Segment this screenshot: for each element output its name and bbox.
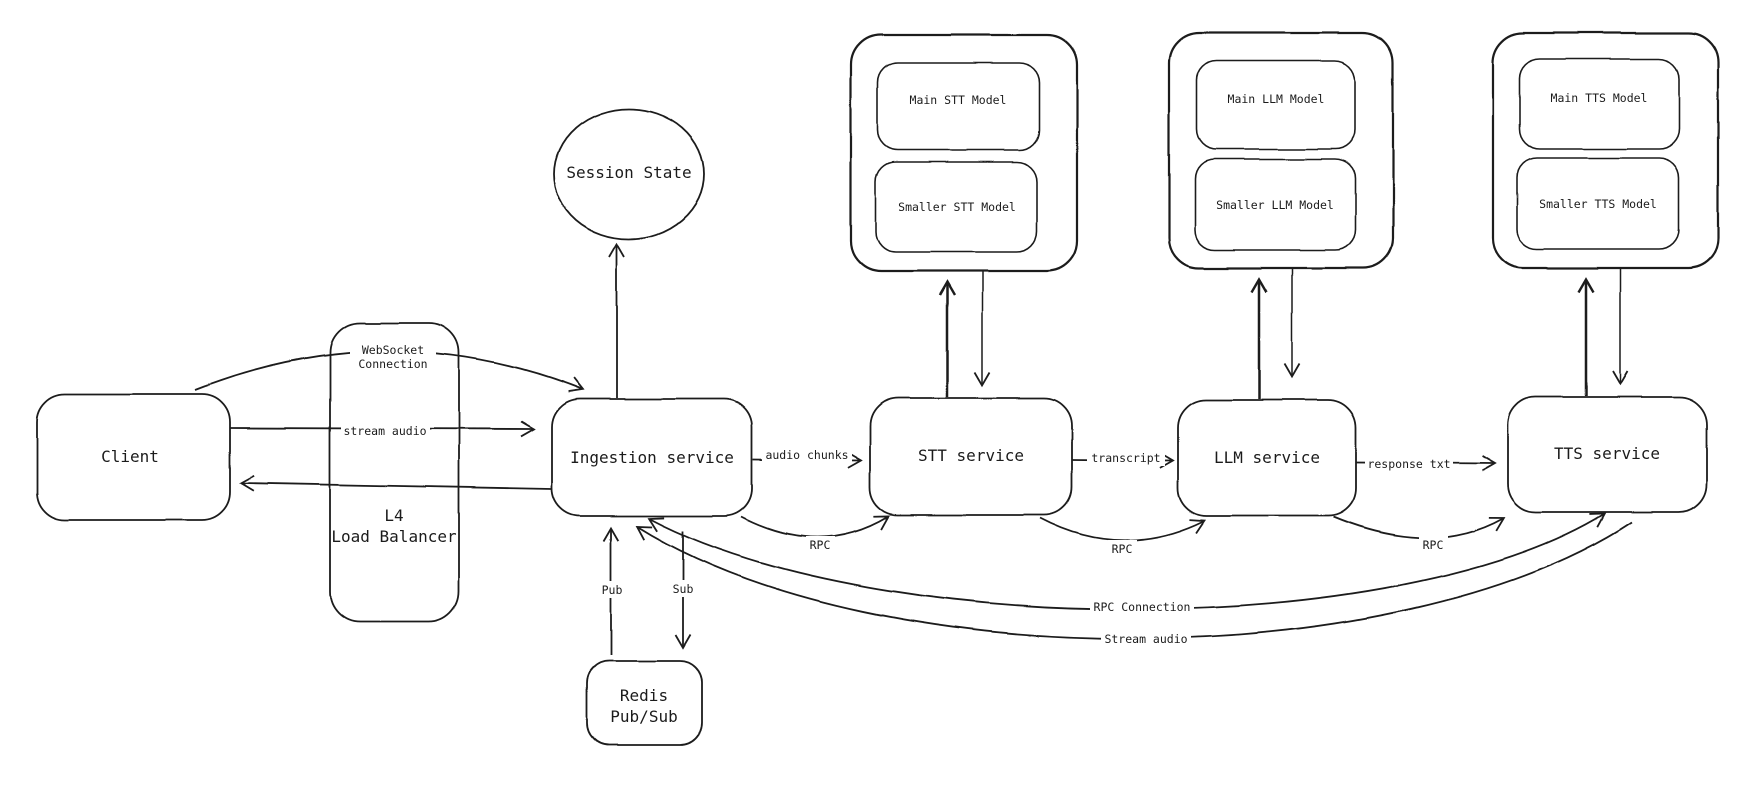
main-tts-model-label: Main TTS Model (1551, 91, 1648, 105)
client-label: Client (101, 447, 159, 466)
edge-label-stream-audio-return: Stream audio (1104, 632, 1187, 646)
edge-label-transcript: transcript (1091, 451, 1160, 465)
tts-models-container (1491, 31, 1720, 270)
edge-rpc-ingestion-stt (740, 515, 891, 539)
edge-rpc-connection (647, 512, 1607, 611)
edge-label-pub: Pub (602, 583, 623, 597)
redis-label-line1: Redis (620, 686, 668, 705)
llm-service-label: LLM service (1214, 448, 1320, 467)
edge-rpc-stt-llm (1039, 517, 1206, 542)
edge-label-stream-audio: stream audio (343, 424, 426, 438)
main-llm-model-node (1196, 60, 1356, 150)
smaller-stt-model-label: Smaller STT Model (898, 200, 1016, 214)
main-llm-model-label: Main LLM Model (1228, 92, 1325, 106)
load-balancer-node (329, 322, 460, 623)
edge-label-response-txt: response txt (1367, 457, 1450, 471)
main-stt-model-node (877, 62, 1040, 151)
edge-label-rpc-connection: RPC Connection (1094, 600, 1191, 614)
edge-rpc-llm-tts (1332, 516, 1506, 539)
load-balancer-label-line1: L4 (384, 506, 403, 525)
main-stt-model-label: Main STT Model (910, 93, 1007, 107)
session-state-node (553, 108, 705, 240)
client-node (36, 393, 231, 521)
edge-label-rpc-ingestion-stt: RPC (810, 538, 831, 552)
smaller-llm-model-node (1194, 158, 1356, 251)
edge-label-websocket-line1: WebSocket (362, 343, 424, 357)
edge-label-rpc-stt-llm: RPC (1112, 542, 1133, 556)
session-state-label: Session State (566, 163, 691, 182)
main-tts-model-node (1519, 58, 1680, 150)
smaller-stt-model-node (875, 161, 1038, 253)
ingestion-service-label: Ingestion service (570, 448, 734, 467)
edge-label-audio-chunks: audio chunks (765, 448, 848, 462)
edge-label-rpc-llm-tts: RPC (1423, 538, 1444, 552)
stt-models-container (849, 33, 1079, 273)
tts-service-label: TTS service (1554, 444, 1660, 463)
stt-service-label: STT service (918, 446, 1024, 465)
tts-service-node (1507, 396, 1708, 513)
smaller-llm-model-label: Smaller LLM Model (1216, 198, 1334, 212)
redis-node (586, 660, 703, 746)
smaller-tts-model-label: Smaller TTS Model (1539, 197, 1657, 211)
edge-return-to-client (239, 474, 553, 492)
edge-label-backgrounds (341, 340, 1453, 648)
edge-label-sub: Sub (673, 582, 694, 596)
load-balancer-label-line2: Load Balancer (331, 527, 457, 546)
edge-label-websocket-line2: Connection (358, 357, 427, 371)
smaller-tts-model-node (1516, 157, 1680, 250)
redis-label-line2: Pub/Sub (610, 707, 677, 726)
llm-models-container (1167, 31, 1395, 270)
